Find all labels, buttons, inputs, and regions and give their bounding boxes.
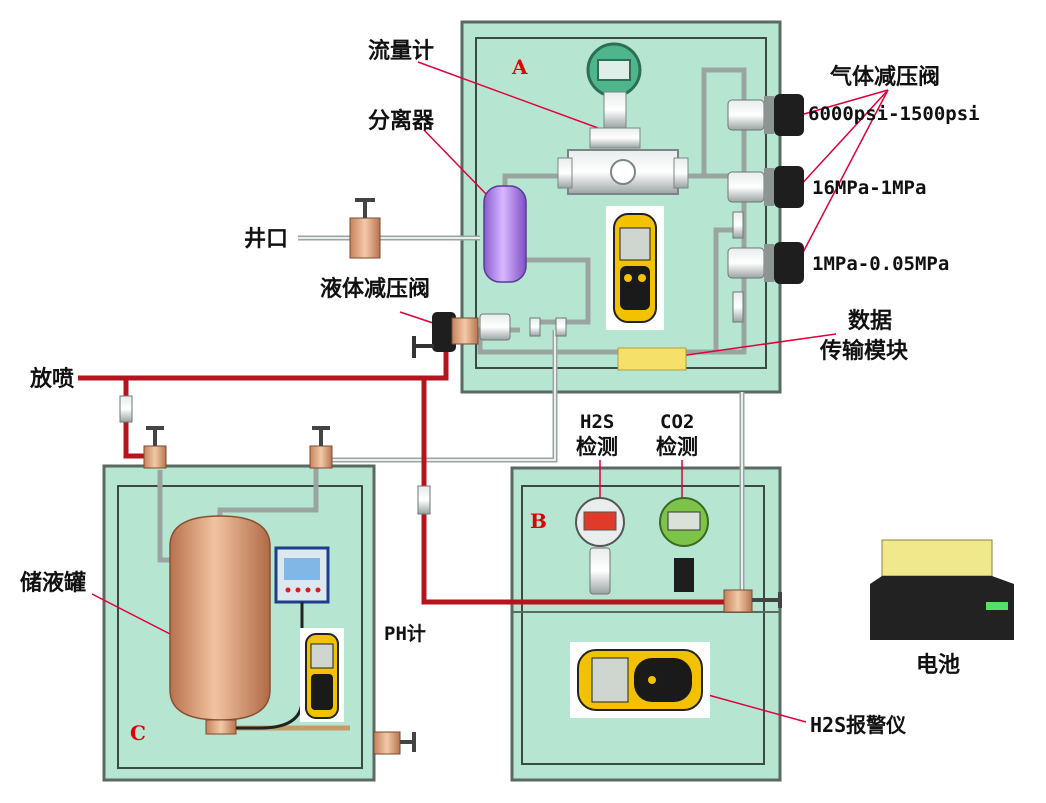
co2-sensor-icon bbox=[659, 497, 709, 592]
separator-icon bbox=[483, 185, 527, 283]
label-battery: 电池 bbox=[916, 653, 960, 678]
panel-b bbox=[510, 466, 782, 782]
label-pressure-2: 16MPa-1MPa bbox=[812, 177, 926, 199]
alarm-icon bbox=[570, 642, 710, 718]
label-gas-regulator: 气体减压阀 bbox=[829, 64, 940, 90]
valve-icon bbox=[349, 198, 381, 259]
label-separator: 分离器 bbox=[368, 108, 435, 134]
label-wellhead: 井口 bbox=[244, 227, 288, 252]
label-data-module-2: 传输模块 bbox=[819, 338, 909, 364]
label-data-module-1: 数据 bbox=[848, 308, 892, 334]
portable-detector-icon bbox=[300, 628, 344, 722]
label-h2s-detect-1: H2S bbox=[580, 411, 614, 433]
label-blowout: 放喷 bbox=[29, 366, 74, 392]
label-liquid-regulator: 液体减压阀 bbox=[320, 276, 430, 302]
line-valves bbox=[119, 395, 782, 613]
data-module-icon bbox=[617, 347, 687, 371]
h2s-sensor-icon bbox=[575, 497, 625, 595]
panel-b-letter: B bbox=[530, 509, 547, 533]
panel-c-letter: C bbox=[130, 721, 146, 745]
label-co2-detect-2: 检测 bbox=[656, 435, 698, 459]
label-pressure-1: 6000psi-1500psi bbox=[808, 103, 980, 125]
flowmeter-icon bbox=[557, 42, 689, 195]
panel-a-letter: A bbox=[511, 55, 528, 79]
liquid-regulator-icon bbox=[412, 312, 567, 358]
label-pressure-3: 1MPa-0.05MPa bbox=[812, 253, 949, 275]
gray-pipes-inner bbox=[298, 237, 743, 590]
regulator-icon bbox=[727, 94, 804, 323]
battery-icon bbox=[870, 539, 1014, 640]
label-h2s-detect-2: 检测 bbox=[576, 435, 618, 459]
gas-detector-icon bbox=[606, 206, 664, 330]
label-tank: 储液罐 bbox=[20, 570, 86, 596]
label-h2s-alarm: H2S报警仪 bbox=[810, 713, 907, 737]
label-ph-meter: PH计 bbox=[384, 623, 426, 645]
label-co2-detect-1: CO2 bbox=[660, 411, 694, 433]
ph-meter-icon bbox=[236, 546, 330, 730]
label-flowmeter: 流量计 bbox=[368, 38, 434, 64]
